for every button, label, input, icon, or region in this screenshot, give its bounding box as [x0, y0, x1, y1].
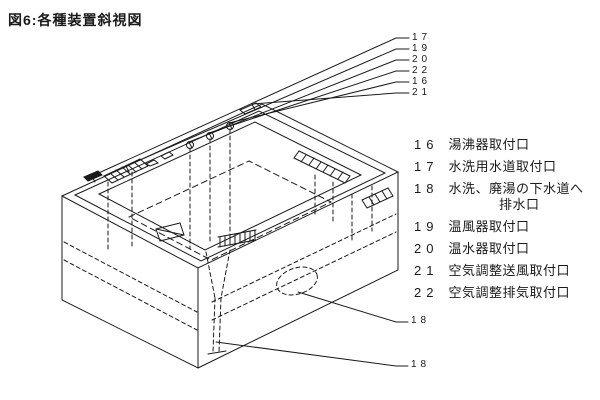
legend-item-number: 19: [414, 219, 439, 234]
legend-item-number: 17: [414, 159, 439, 174]
figure-title: 図6:各種装置斜視図: [8, 12, 143, 28]
callout-19: 19: [412, 43, 432, 54]
legend-item-number: 20: [414, 241, 439, 256]
box-structure: [60, 103, 400, 369]
legend-item-number: 22: [414, 285, 439, 300]
equipment-box: [155, 222, 185, 242]
legend-item-label: 温水器取付口: [448, 241, 530, 256]
callout-16: 16: [412, 76, 432, 87]
legend-item-label: 空気調整排気取付口: [448, 285, 570, 300]
trap-pipe: [276, 266, 318, 296]
callout-22: 22: [412, 65, 432, 76]
rim-ports: [83, 102, 262, 182]
legend-item-label: 空気調整送風取付口: [448, 263, 570, 278]
piping: [63, 128, 397, 331]
legend-item-label: 温風器取付口: [448, 219, 530, 234]
legend-item: 17 水洗用水道取付口: [414, 160, 596, 174]
legend-item: 22 空気調整排気取付口: [414, 286, 596, 300]
legend-item: 21 空気調整送風取付口: [414, 264, 596, 278]
legend-item-number: 21: [414, 263, 439, 278]
leader-lines: [91, 37, 410, 367]
floor-grille: [217, 229, 257, 248]
callout-20: 20: [412, 54, 432, 65]
legend-item-label-line2: 排水口: [499, 197, 540, 212]
callout-18-lower: 18: [411, 359, 431, 370]
legend-item: 19 温風器取付口: [414, 220, 596, 234]
legend-item: 18 水洗、廃湯の下水道へ 排水口: [414, 182, 596, 212]
drain: [205, 249, 231, 355]
rim-vents: [103, 150, 394, 209]
callout-17: 17: [412, 32, 432, 43]
legend-item-number: 18: [414, 181, 439, 196]
legend-item-label: 湯沸器取付口: [448, 137, 530, 152]
callout-21: 21: [412, 87, 432, 98]
tub-outline: [128, 160, 332, 261]
legend-item-label: 水洗、廃湯の下水道へ: [448, 181, 584, 196]
legend-item-label: 水洗用水道取付口: [448, 159, 557, 174]
legend-item-number: 16: [414, 137, 439, 152]
legend-item: 20 温水器取付口: [414, 242, 596, 256]
legend-item: 16 湯沸器取付口: [414, 138, 596, 152]
callout-18-upper: 18: [411, 315, 431, 326]
legend: 16 湯沸器取付口 17 水洗用水道取付口 18 水洗、廃湯の下水道へ 排水口 …: [414, 138, 596, 308]
